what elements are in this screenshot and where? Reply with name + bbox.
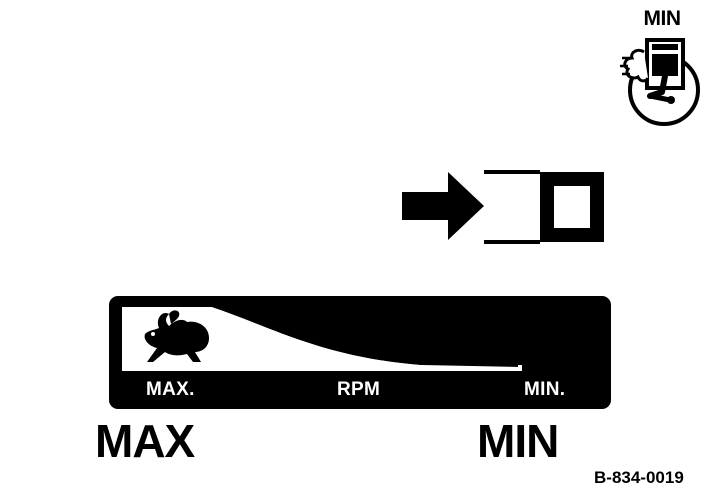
plate-min-label: MIN. (524, 379, 566, 400)
arrow-into-box-icon (402, 170, 604, 244)
max-label: MAX (95, 415, 195, 467)
engine-choke-icon (620, 38, 700, 126)
engine-min-label: MIN (643, 7, 682, 30)
rabbit-icon (144, 310, 209, 362)
figure-code: B-834-0019 (594, 468, 684, 487)
plate-rpm-label: RPM (337, 379, 381, 400)
throttle-speed-plate: MAX. RPM MIN. (109, 296, 611, 409)
turtle-icon (512, 328, 589, 362)
plate-max-label: MAX. (146, 379, 195, 400)
min-label: MIN (477, 415, 559, 467)
